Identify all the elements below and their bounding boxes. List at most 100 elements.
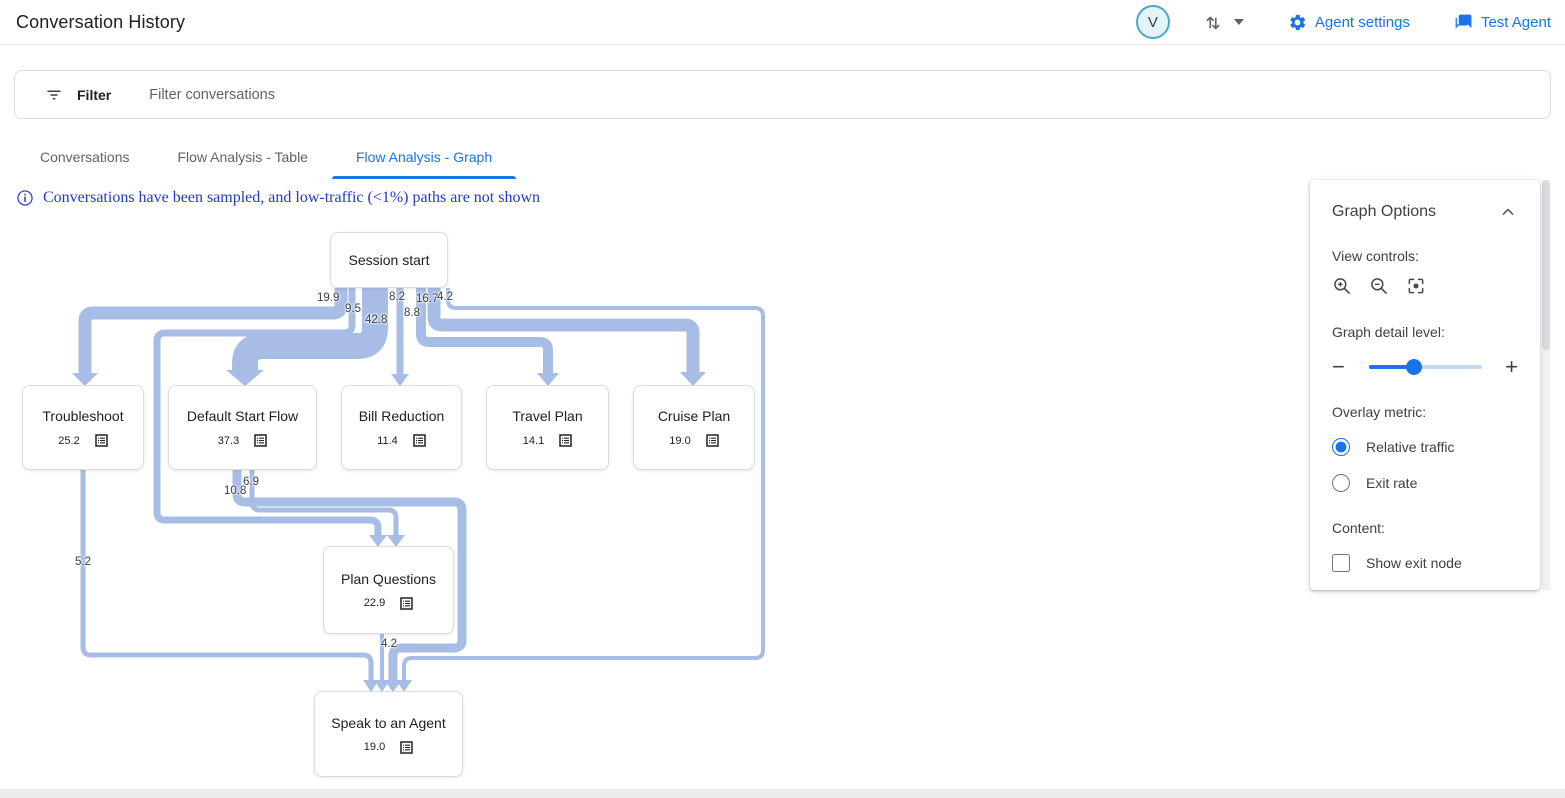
- arrowhead: [396, 680, 412, 692]
- arrowhead: [391, 374, 409, 386]
- sort-button[interactable]: [1202, 11, 1244, 33]
- radio-label: Relative traffic: [1366, 439, 1455, 455]
- arrowhead: [374, 680, 390, 692]
- chevron-down-icon: [1233, 19, 1244, 25]
- tab-bar: Conversations Flow Analysis - Table Flow…: [16, 135, 517, 179]
- zoom-out-icon[interactable]: [1369, 276, 1389, 296]
- edge-troubleshoot-speaktoagent: [80, 470, 374, 680]
- edge-label: 5.2: [75, 556, 91, 568]
- gear-icon: [1290, 14, 1306, 30]
- content-label: Content:: [1332, 520, 1385, 536]
- filter-label: Filter: [77, 86, 112, 103]
- exit-rate-radio[interactable]: [1332, 474, 1350, 492]
- arrowhead: [363, 680, 379, 692]
- tab-conversations[interactable]: Conversations: [40, 149, 130, 165]
- node-travel-plan[interactable]: Travel Plan 14.1: [486, 385, 609, 470]
- sampling-notice: Conversations have been sampled, and low…: [16, 189, 540, 207]
- node-traffic-value: 11.4: [377, 434, 398, 447]
- scrollbar-thumb[interactable]: [1542, 180, 1550, 350]
- details-list-icon[interactable]: [254, 434, 267, 447]
- agent-settings-label: Agent settings: [1314, 13, 1410, 31]
- node-title: Cruise Plan: [657, 408, 731, 424]
- overlay-metric-label: Overlay metric:: [1332, 404, 1427, 420]
- horizontal-scrollbar[interactable]: [0, 789, 1565, 798]
- info-icon: [17, 190, 33, 206]
- arrowhead: [72, 373, 98, 386]
- edge-defaultstartflow-speaktoagent: [232, 470, 467, 680]
- node-traffic-value: 19.0: [363, 741, 386, 753]
- details-list-icon[interactable]: [559, 434, 572, 447]
- arrowhead: [226, 370, 264, 386]
- node-title: Default Start Flow: [186, 408, 299, 424]
- graph-detail-label: Graph detail level:: [1332, 324, 1445, 340]
- node-title: Speak to an Agent: [331, 714, 446, 731]
- edge-sessionstart-speaktoagent: [402, 288, 765, 680]
- edge-label: 4.2: [381, 638, 397, 650]
- graph-detail-slider[interactable]: [1368, 359, 1482, 375]
- node-traffic-value: 25.2: [58, 434, 80, 447]
- node-traffic-value: 19.0: [669, 434, 691, 447]
- node-title: Bill Reduction: [358, 408, 445, 424]
- filter-input-placeholder: Filter conversations: [149, 86, 275, 103]
- test-agent-button[interactable]: Test Agent: [1454, 13, 1551, 32]
- edge-sessionstart-troubleshoot: [78, 288, 348, 374]
- agent-settings-button[interactable]: Agent settings: [1288, 13, 1410, 32]
- app-header: Conversation History V Agent settings Te…: [0, 0, 1565, 45]
- filter-icon: [47, 90, 61, 99]
- tab-flow-analysis-table[interactable]: Flow Analysis - Table: [177, 149, 308, 165]
- arrowhead: [537, 373, 559, 386]
- edge-label: 4.2: [437, 291, 453, 303]
- edge-label: 16.7: [416, 293, 439, 305]
- collapse-chevron-up-icon[interactable]: [1498, 202, 1518, 222]
- node-speak-to-an-agent[interactable]: Speak to an Agent 19.0: [314, 691, 463, 777]
- node-session-start[interactable]: Session start: [330, 232, 448, 288]
- page-title: Conversation History: [16, 11, 186, 32]
- arrowhead: [680, 372, 706, 386]
- graph-options-title: Graph Options: [1332, 203, 1437, 220]
- edge-sessionstart-travelplan: [416, 288, 553, 374]
- node-title: Plan Questions: [341, 570, 436, 587]
- view-controls-label: View controls:: [1332, 248, 1419, 264]
- details-list-icon[interactable]: [705, 434, 719, 447]
- show-exit-node-checkbox[interactable]: [1332, 554, 1350, 572]
- filter-bar[interactable]: Filter Filter conversations: [14, 70, 1551, 119]
- node-troubleshoot[interactable]: Troubleshoot 25.2: [22, 385, 144, 470]
- sampling-notice-text: Conversations have been sampled, and low…: [43, 189, 541, 206]
- detail-decrease-button[interactable]: −: [1332, 354, 1345, 379]
- tab-flow-analysis-graph[interactable]: Flow Analysis - Graph: [331, 135, 517, 179]
- flow-graph-canvas[interactable]: 19.9 9.5 42.8 8.2 8.8 16.7 4.2 6.9 10.8 …: [0, 180, 800, 798]
- panel-scrollbar[interactable]: [1542, 180, 1550, 590]
- slider-track[interactable]: [1368, 365, 1482, 369]
- node-bill-reduction[interactable]: Bill Reduction 11.4: [341, 385, 462, 470]
- test-agent-label: Test Agent: [1480, 13, 1551, 31]
- node-cruise-plan[interactable]: Cruise Plan 19.0: [633, 385, 755, 470]
- graph-options-panel: Graph Options View controls: Graph detai…: [1310, 180, 1540, 590]
- flow-edges: [72, 288, 765, 692]
- edge-sessionstart-cruiseplan: [427, 288, 700, 373]
- edge-label: 19.9: [317, 292, 340, 304]
- details-list-icon[interactable]: [413, 434, 426, 447]
- radio-exit-rate[interactable]: Exit rate: [1332, 474, 1518, 492]
- sort-arrows-icon: [1206, 16, 1220, 30]
- details-list-icon[interactable]: [400, 740, 413, 754]
- edge-label: 42.8: [365, 314, 388, 326]
- zoom-in-icon[interactable]: [1332, 276, 1352, 296]
- node-traffic-value: 22.9: [363, 597, 386, 609]
- details-list-icon[interactable]: [400, 596, 413, 610]
- slider-thumb[interactable]: [1405, 359, 1422, 375]
- node-default-start-flow[interactable]: Default Start Flow 37.3: [168, 385, 317, 470]
- radio-relative-traffic[interactable]: Relative traffic: [1332, 438, 1518, 456]
- edge-label: 6.9: [243, 476, 259, 488]
- details-list-icon[interactable]: [94, 434, 108, 447]
- node-plan-questions[interactable]: Plan Questions 22.9: [323, 546, 454, 634]
- chat-icon: [1455, 14, 1472, 29]
- center-focus-icon[interactable]: [1406, 276, 1426, 296]
- avatar-initial: V: [1147, 13, 1158, 31]
- detail-increase-button[interactable]: +: [1505, 354, 1518, 379]
- avatar[interactable]: V: [1135, 5, 1170, 39]
- node-title: Session start: [348, 252, 430, 268]
- checkbox-show-exit-node[interactable]: Show exit node: [1332, 554, 1518, 572]
- relative-traffic-radio[interactable]: [1332, 438, 1350, 456]
- node-title: Troubleshoot: [42, 408, 124, 424]
- node-traffic-value: 14.1: [522, 434, 545, 447]
